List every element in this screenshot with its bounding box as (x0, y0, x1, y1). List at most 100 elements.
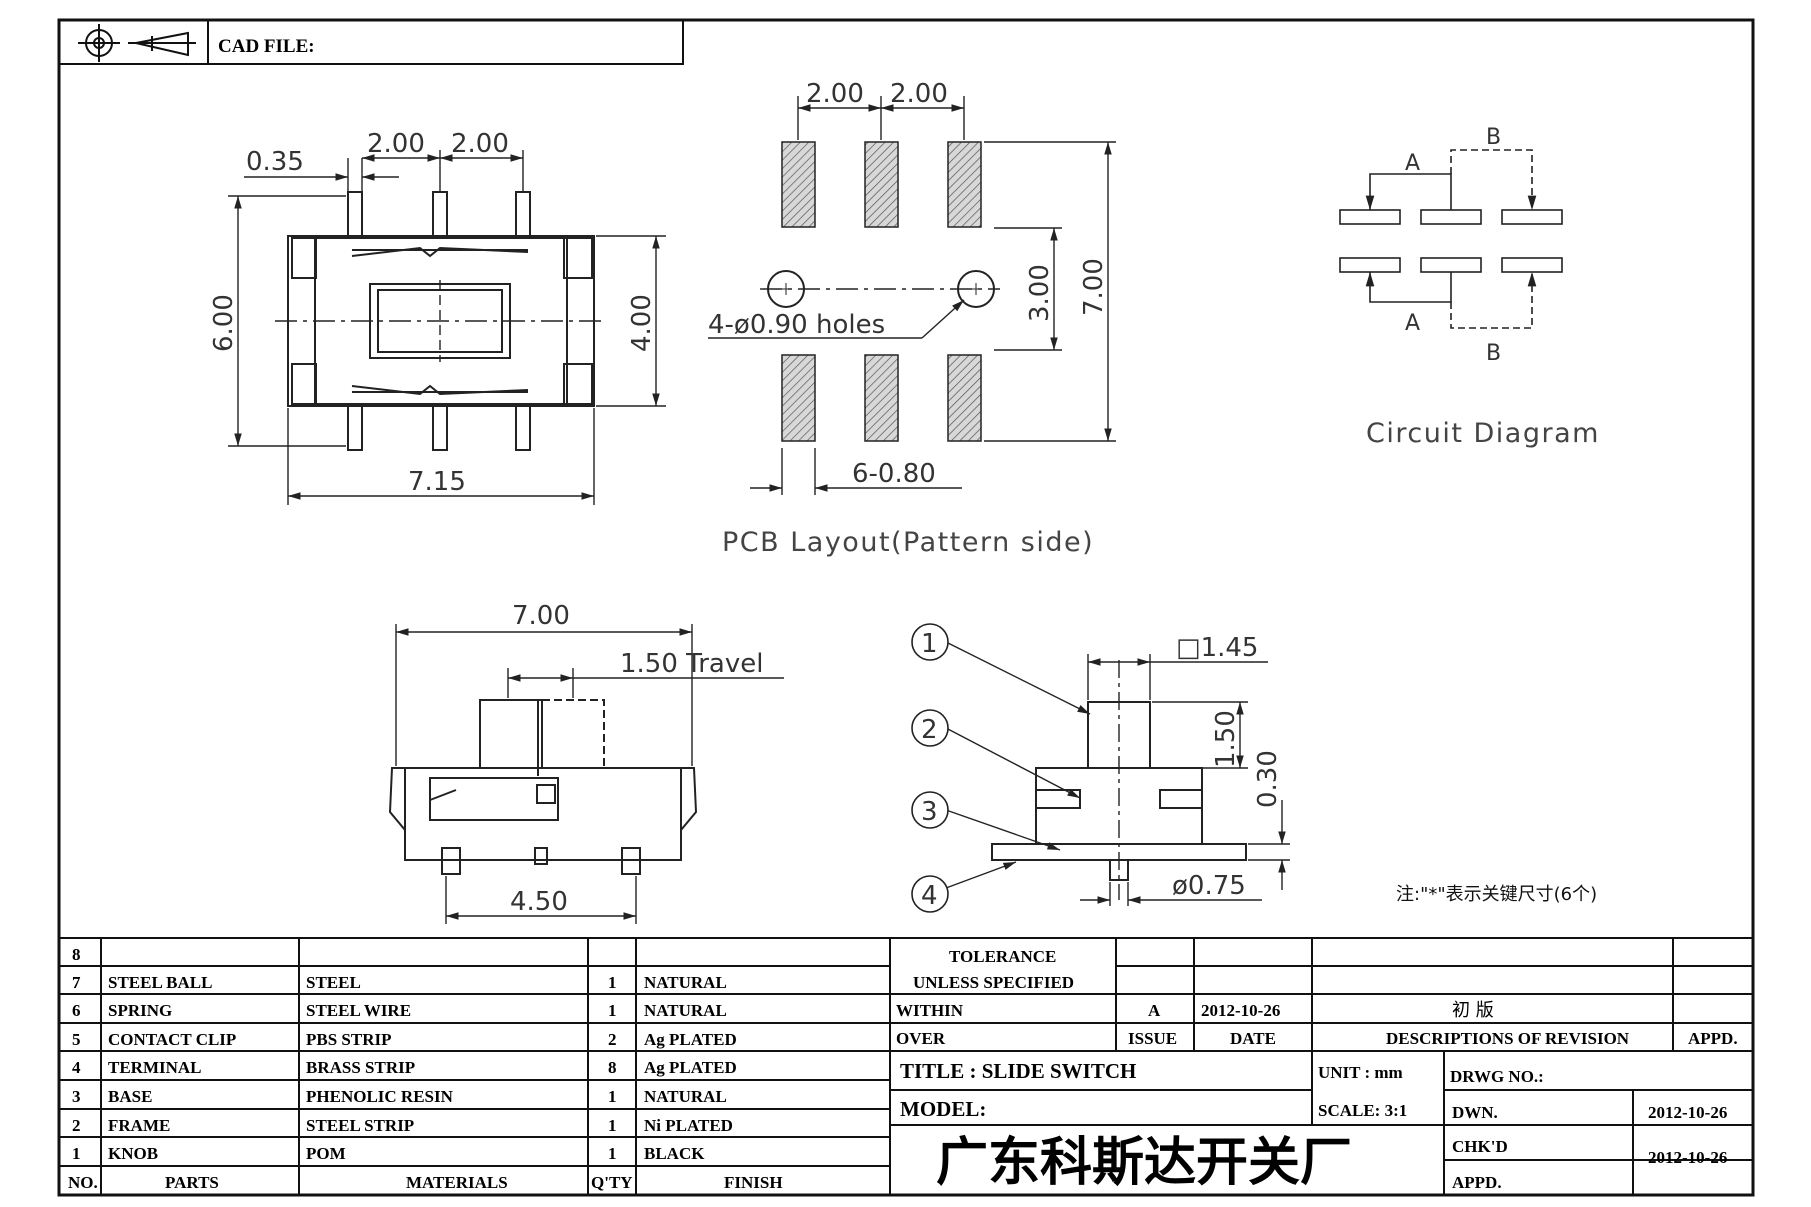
end-view-dims (1080, 654, 1290, 906)
dim-overall-height: 6.00 (209, 294, 239, 352)
dim-base-gap: 0.30 (1253, 750, 1283, 808)
bom-header-finish: FINISH (724, 1173, 783, 1192)
dim-side-width: 7.00 (512, 601, 570, 631)
dwn-date: 2012-10-26 (1648, 1103, 1727, 1122)
bom-cell-part: CONTACT CLIP (108, 1030, 236, 1049)
pcb-layout (708, 96, 1116, 495)
unless-specified-label: UNLESS SPECIFIED (913, 973, 1074, 992)
cad-header: CAD FILE: (58, 19, 684, 65)
critical-dimension-note: 注:"*"表示关键尺寸(6个) (1396, 884, 1597, 905)
bom-cell-no: 7 (72, 973, 81, 992)
model-label: MODEL: (900, 1097, 986, 1121)
bom-cell-material: PHENOLIC RESIN (306, 1087, 454, 1106)
circuit-diagram-caption: Circuit Diagram (1366, 418, 1600, 449)
chkd-label: CHK'D (1452, 1137, 1508, 1156)
bom-table (58, 937, 891, 1196)
appd-label: APPD. (1452, 1173, 1502, 1192)
circuit-label-a-top: A (1405, 151, 1420, 176)
bom-cell-material: POM (306, 1144, 346, 1163)
bom-cell-finish: NATURAL (644, 1087, 727, 1106)
circuit-label-b-bottom: B (1486, 341, 1501, 366)
over-label: OVER (896, 1029, 946, 1048)
drawing-title: TITLE : SLIDE SWITCH (900, 1059, 1136, 1083)
pcb-layout-caption: PCB Layout(Pattern side) (722, 527, 1094, 558)
descriptions-header: DESCRIPTIONS OF REVISION (1386, 1029, 1630, 1048)
balloon-4: 4 (921, 881, 938, 911)
bom-header-parts: PARTS (165, 1173, 219, 1192)
revision-description: 初 版 (1452, 1000, 1494, 1021)
chkd-date: 2012-10-26 (1648, 1148, 1727, 1167)
within-label: WITHIN (896, 1001, 964, 1020)
bom-header-no: NO. (68, 1173, 98, 1192)
dim-pin-diameter: ø0.75 (1172, 871, 1246, 901)
bom-cell-material: STEEL (306, 973, 361, 992)
circuit-label-a-bottom: A (1405, 311, 1420, 336)
dim-body-height: 4.00 (627, 294, 657, 352)
drawing-number-label: DRWG NO.: (1450, 1067, 1544, 1086)
balloon-1: 1 (921, 629, 938, 659)
dim-pad-width: 6-0.80 (852, 459, 936, 489)
balloons (911, 623, 949, 913)
cad-file-label: CAD FILE: (218, 36, 315, 57)
bom-cell-qty: 1 (608, 1116, 617, 1135)
bom-cell-material: BRASS STRIP (306, 1058, 415, 1077)
dim-top-pitch-left: 2.00 (367, 129, 425, 159)
dim-overall-width: 7.15 (408, 467, 466, 497)
dim-top-pitch-right: 2.00 (451, 129, 509, 159)
bom-cell-finish: NATURAL (644, 1001, 727, 1020)
bom-cell-no: 5 (72, 1030, 81, 1049)
balloon-2: 2 (921, 715, 938, 745)
bom-cell-finish: Ni PLATED (644, 1116, 733, 1135)
top-view (275, 191, 606, 451)
bom-cell-no: 2 (72, 1116, 81, 1135)
side-view-dims (395, 624, 784, 924)
dim-pcb-pitch-left: 2.00 (806, 79, 864, 109)
unit-label: UNIT : mm (1318, 1063, 1403, 1082)
bom-cell-no: 3 (72, 1087, 81, 1106)
bom-cell-finish: BLACK (644, 1144, 705, 1163)
bom-cell-finish: Ag PLATED (644, 1058, 737, 1077)
bom-cell-part: FRAME (108, 1116, 170, 1135)
bom-cell-qty: 1 (608, 1144, 617, 1163)
revision-issue: A (1148, 1001, 1161, 1020)
dim-pcb-pitch-right: 2.00 (890, 79, 948, 109)
top-view-dims (228, 150, 666, 505)
end-view-leaders (945, 641, 1091, 889)
issue-header: ISSUE (1128, 1029, 1177, 1048)
bom-cell-no: 8 (72, 945, 81, 964)
circuit-label-b-top: B (1486, 125, 1501, 150)
dim-holes: 4-ø0.90 holes (708, 310, 885, 340)
side-view (388, 699, 698, 875)
balloon-3: 3 (921, 797, 938, 827)
tolerance-label: TOLERANCE (949, 947, 1056, 966)
bom-cell-part: STEEL BALL (108, 973, 212, 992)
revision-date: 2012-10-26 (1201, 1001, 1280, 1020)
date-header: DATE (1230, 1029, 1276, 1048)
dwn-label: DWN. (1452, 1103, 1498, 1122)
bom-cell-qty: 2 (608, 1030, 617, 1049)
bom-row: 3 BASE PHENOLIC RESIN 1 NATURAL (72, 1087, 727, 1106)
dim-knob-height: 1.50 (1211, 710, 1241, 768)
end-view (991, 660, 1247, 900)
bom-cell-part: KNOB (108, 1144, 158, 1163)
bom-cell-qty: 1 (608, 1087, 617, 1106)
bom-cell-no: 4 (72, 1058, 81, 1077)
bom-cell-part: TERMINAL (108, 1058, 202, 1077)
bom-cell-part: BASE (108, 1087, 152, 1106)
dim-knob-size: □1.45 (1176, 633, 1258, 663)
circuit-diagram (1339, 149, 1563, 329)
bom-cell-finish: NATURAL (644, 973, 727, 992)
dim-pcb-overall: 7.00 (1079, 258, 1109, 316)
dim-hole-spacing: 3.00 (1025, 264, 1055, 322)
scale-label: SCALE: 3:1 (1318, 1101, 1407, 1120)
bom-header-materials: MATERIALS (406, 1173, 508, 1192)
dim-pin-width: 0.35 (246, 147, 304, 177)
